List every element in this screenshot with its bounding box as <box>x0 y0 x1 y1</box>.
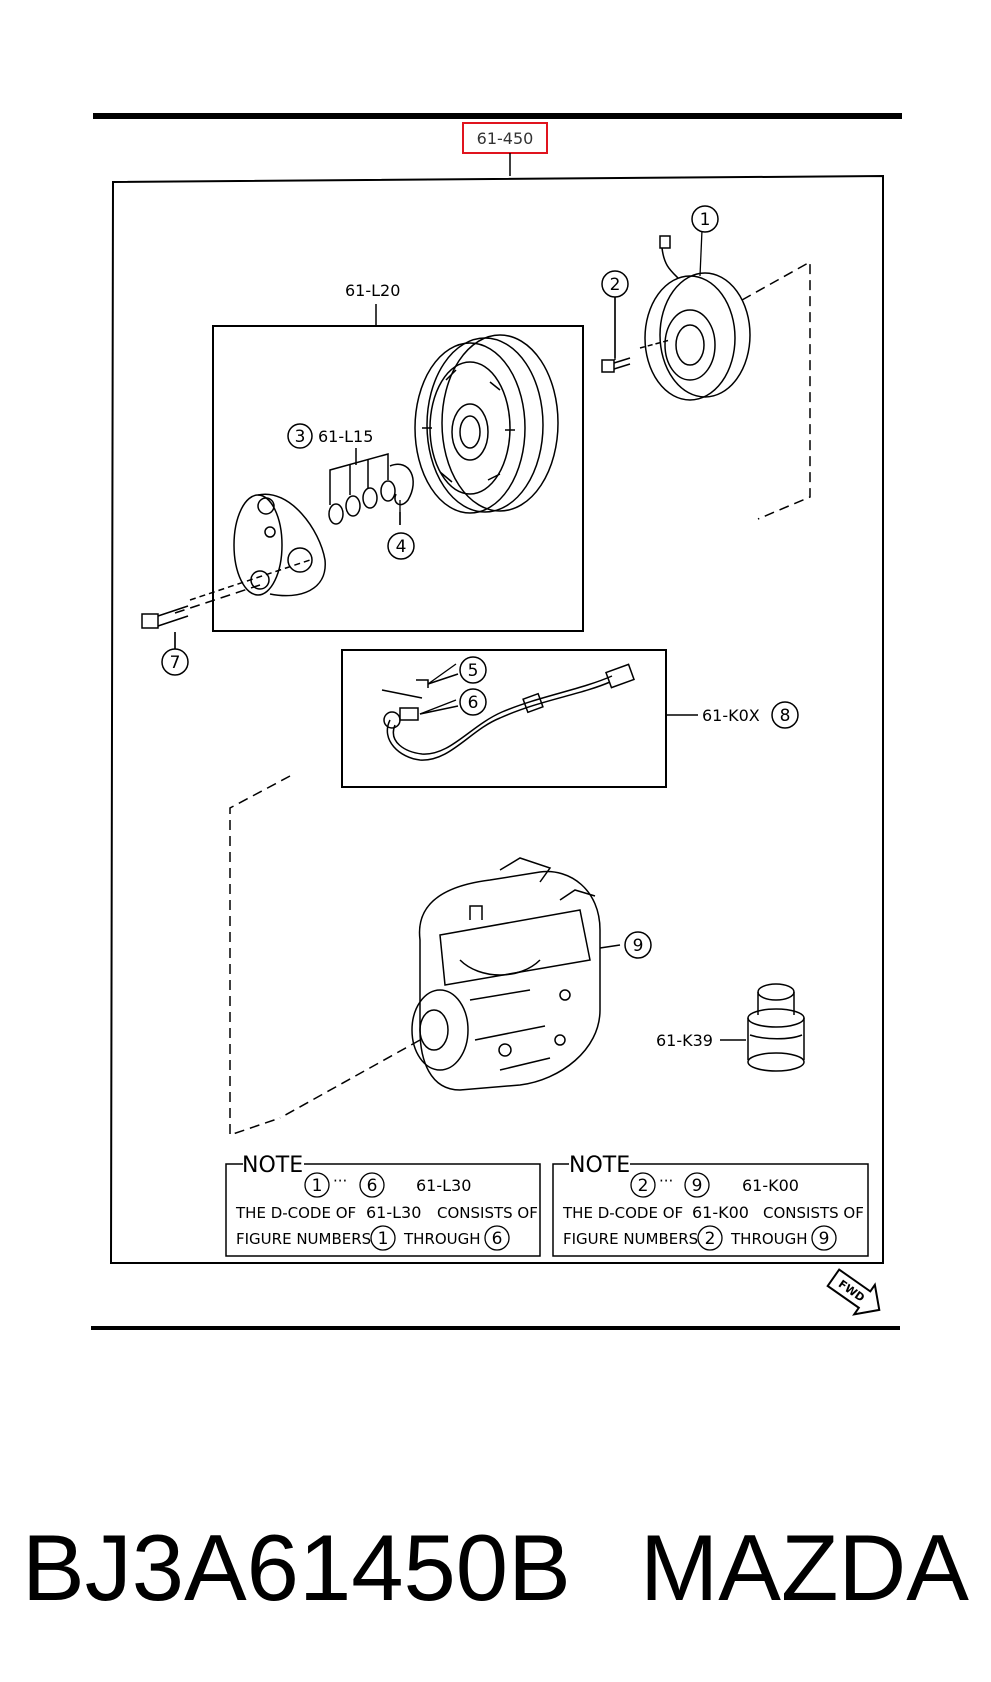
svg-text:9: 9 <box>633 936 644 956</box>
harness-box: 61-K0X <box>341 649 760 788</box>
brand-caption: MAZDA <box>640 1515 969 1620</box>
svg-text:4: 4 <box>396 537 407 557</box>
svg-text:7: 7 <box>170 653 181 673</box>
bolt-2-drawing <box>601 296 631 373</box>
callout-9[interactable]: 9 <box>624 931 652 959</box>
svg-text:THROUGH: THROUGH <box>730 1230 808 1248</box>
callout-7[interactable]: 7 <box>161 648 189 676</box>
svg-text:6: 6 <box>367 1176 378 1196</box>
svg-text:3: 3 <box>295 427 306 447</box>
callout-4[interactable]: 4 <box>387 532 415 560</box>
callout-3[interactable]: 3 <box>287 423 313 449</box>
svg-text:2: 2 <box>610 275 621 295</box>
note-box-1: NOTE 1 ··· 6 61-L30 THE D-CODE OF 61-L30… <box>225 1153 541 1257</box>
pulley-drawing <box>414 334 559 514</box>
note-1-heading: NOTE <box>242 1153 303 1178</box>
callout-2[interactable]: 2 <box>601 270 629 298</box>
svg-text:61-L30: 61-L30 <box>366 1203 421 1222</box>
harness-label: 61-K0X <box>702 706 760 725</box>
callout-6[interactable]: 6 <box>459 688 487 716</box>
outer-frame <box>109 174 884 1264</box>
bolt-7-drawing <box>141 605 189 650</box>
svg-text:2: 2 <box>638 1176 649 1196</box>
svg-text:5: 5 <box>468 661 479 681</box>
dashed-guide-left <box>174 584 421 1137</box>
callout-leaders <box>174 229 703 715</box>
harness-drawing <box>381 663 635 761</box>
fwd-arrow-icon: FWD <box>826 1268 881 1316</box>
svg-text:61-K00: 61-K00 <box>692 1203 749 1222</box>
svg-text:2: 2 <box>705 1229 716 1249</box>
callout-8[interactable]: 8 <box>771 701 799 729</box>
dashed-guide-right <box>741 260 811 520</box>
svg-text:···: ··· <box>333 1172 347 1190</box>
svg-text:FIGURE NUMBERS: FIGURE NUMBERS <box>236 1230 371 1248</box>
svg-text:THROUGH: THROUGH <box>403 1230 481 1248</box>
note-2-heading: NOTE <box>569 1153 630 1178</box>
shim-group-label: 61-L15 <box>318 427 373 446</box>
section-code-box[interactable]: 61-450 <box>462 122 548 154</box>
callout-5[interactable]: 5 <box>459 656 487 684</box>
field-coil-drawing <box>639 235 751 401</box>
svg-text:THE D-CODE OF: THE D-CODE OF <box>235 1204 356 1222</box>
compressor-drawing <box>411 857 621 1091</box>
svg-text:THE D-CODE OF: THE D-CODE OF <box>562 1204 683 1222</box>
pulley-group-box: 61-L20 <box>212 281 584 632</box>
svg-text:1: 1 <box>312 1176 323 1196</box>
svg-text:FIGURE NUMBERS: FIGURE NUMBERS <box>563 1230 698 1248</box>
svg-text:···: ··· <box>659 1172 673 1190</box>
svg-text:9: 9 <box>692 1176 703 1196</box>
section-code-label: 61-450 <box>477 129 534 148</box>
callout-1[interactable]: 1 <box>691 205 719 233</box>
svg-text:8: 8 <box>780 706 791 726</box>
svg-text:CONSISTS OF: CONSISTS OF <box>437 1204 538 1222</box>
note-1-code: 61-L30 <box>416 1176 471 1195</box>
pressure-plate-drawing <box>189 493 326 601</box>
note-2-code: 61-K00 <box>742 1176 799 1195</box>
svg-text:1: 1 <box>700 210 711 230</box>
svg-text:1: 1 <box>378 1229 389 1249</box>
svg-text:6: 6 <box>492 1229 503 1249</box>
svg-text:6: 6 <box>468 693 479 713</box>
pulley-group-label: 61-L20 <box>345 281 400 300</box>
part-number-caption: BJ3A61450B <box>22 1515 571 1620</box>
cap-drawing <box>720 983 805 1072</box>
svg-text:9: 9 <box>819 1229 830 1249</box>
svg-text:CONSISTS OF: CONSISTS OF <box>763 1204 864 1222</box>
cap-label: 61-K39 <box>656 1031 713 1050</box>
note-box-2: NOTE 2 ··· 9 61-K00 THE D-CODE OF 61-K00… <box>552 1153 869 1257</box>
